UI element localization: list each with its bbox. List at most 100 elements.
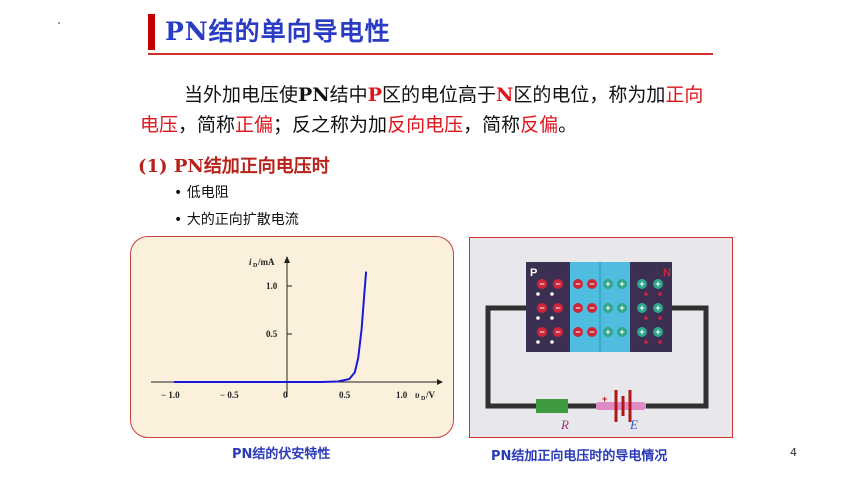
para-text: 当外加电压使 [184,84,299,106]
donor-ion-sign: + [605,303,610,313]
acceptor-ion [573,279,583,289]
x-axis-label-sub: D [421,396,426,402]
y-tick-label: 1.0 [266,281,278,291]
para-text: 。 [558,114,578,136]
acceptor-ion [537,279,547,289]
acceptor-ion [553,303,563,313]
acceptor-ion-sign: − [589,279,594,289]
acceptor-ion [587,303,597,313]
x-tick-label: − 1.0 [161,390,180,400]
acceptor-ion-sign: − [539,279,544,289]
n-region [630,262,672,352]
x-tick-label: 0 [283,390,288,400]
y-axis-label-var: i [249,257,252,267]
acceptor-ion-sign: − [589,303,594,313]
y-tick-label: 0.5 [266,329,278,339]
title-accent-bar [148,14,155,50]
battery-label: E [629,417,638,432]
hole-carrier [536,340,540,344]
acceptor-ion [587,279,597,289]
resistor [536,399,568,413]
donor-ion-sign: + [639,279,644,289]
donor-ion [653,327,663,337]
donor-ion [603,279,613,289]
electron-carrier [658,292,662,296]
title-underline [148,53,713,55]
para-p-region: P [367,84,382,106]
slide-title: PN结的单向导电性 [165,17,391,46]
battery-body [596,402,646,410]
acceptor-ion-sign: − [539,303,544,313]
para-text: ，简称 [463,114,521,136]
y-axis-label-unit: /mA [257,257,275,267]
hole-carrier [536,292,540,296]
iv-chart: 1.0 0.5 i D /mA − 1.0 − 0.5 0 0.5 1.0 υ … [151,256,443,402]
donor-ion-sign: + [655,279,660,289]
x-tick-label: 0.5 [339,390,351,400]
acceptor-ion [573,303,583,313]
donor-ion [637,327,647,337]
donor-ion [617,279,627,289]
page-number: 4 [790,446,797,459]
hole-carrier [550,292,554,296]
donor-ion [617,303,627,313]
p-label: P [530,267,537,279]
hole-carrier [550,340,554,344]
hole-carrier [550,316,554,320]
charge-carriers: −−−−++++−−−−++++−−−−++++ [536,279,663,344]
acceptor-ion-sign: − [575,279,580,289]
y-axis-label-sub: D [253,263,258,269]
donor-ion-sign: + [639,303,644,313]
donor-ion-sign: + [655,303,660,313]
y-axis-arrow-icon [284,256,290,263]
donor-ion [637,279,647,289]
acceptor-ion [553,327,563,337]
donor-ion-sign: + [639,327,644,337]
acceptor-ion-sign: − [575,327,580,337]
x-axis-arrow-icon [437,379,443,385]
acceptor-ion-sign: − [539,327,544,337]
x-axis-label-var: υ [415,390,420,400]
para-pn: PN [298,84,330,106]
battery-plus-icon: + [602,394,607,404]
acceptor-ion [553,279,563,289]
acceptor-ion-sign: − [589,327,594,337]
acceptor-ion [573,327,583,337]
acceptor-ion [587,327,597,337]
para-forward-voltage: 正向电压 [140,84,704,136]
donor-ion-sign: + [605,279,610,289]
para-reverse-voltage: 反向电压 [387,114,464,136]
acceptor-ion-sign: − [555,303,560,313]
para-reverse-bias: 反偏 [520,114,559,136]
para-text: ，简称 [178,114,236,136]
n-label: N [663,267,671,279]
donor-ion-sign: + [619,279,624,289]
para-forward-bias: 正偏 [235,114,274,136]
bullet-low-resistance: • 低电阻 [174,185,229,201]
circuit-illustration: −−−−++++−−−−++++−−−−++++ P N R + E [469,237,733,438]
electron-carrier [644,316,648,320]
donor-ion-sign: + [619,327,624,337]
acceptor-ion-sign: − [555,279,560,289]
para-text: 区的电位高于 [381,84,496,106]
donor-ion [653,279,663,289]
hole-carrier [536,316,540,320]
electron-carrier [658,316,662,320]
slide-corner-mark [58,22,60,24]
resistor-label: R [560,417,569,432]
electron-carrier [658,340,662,344]
circuit-wire [485,305,709,409]
donor-ion [617,327,627,337]
x-axis-label-unit: /V [425,390,436,400]
x-tick-label: 1.0 [396,390,408,400]
section-heading: (1) PN结加正向电压时 [138,156,330,177]
donor-ion [653,303,663,313]
definition-paragraph: 当外加电压使PN结中P区的电位高于N区的电位，称为加正向电压，简称正偏；反之称为… [140,80,720,140]
para-text: ；反之称为加 [273,114,388,136]
iv-chart-panel: 1.0 0.5 i D /mA − 1.0 − 0.5 0 0.5 1.0 υ … [130,236,454,438]
donor-ion-sign: + [605,327,610,337]
electron-carrier [644,340,648,344]
donor-ion [637,303,647,313]
donor-ion-sign: + [619,303,624,313]
iv-curve-line [174,271,368,383]
